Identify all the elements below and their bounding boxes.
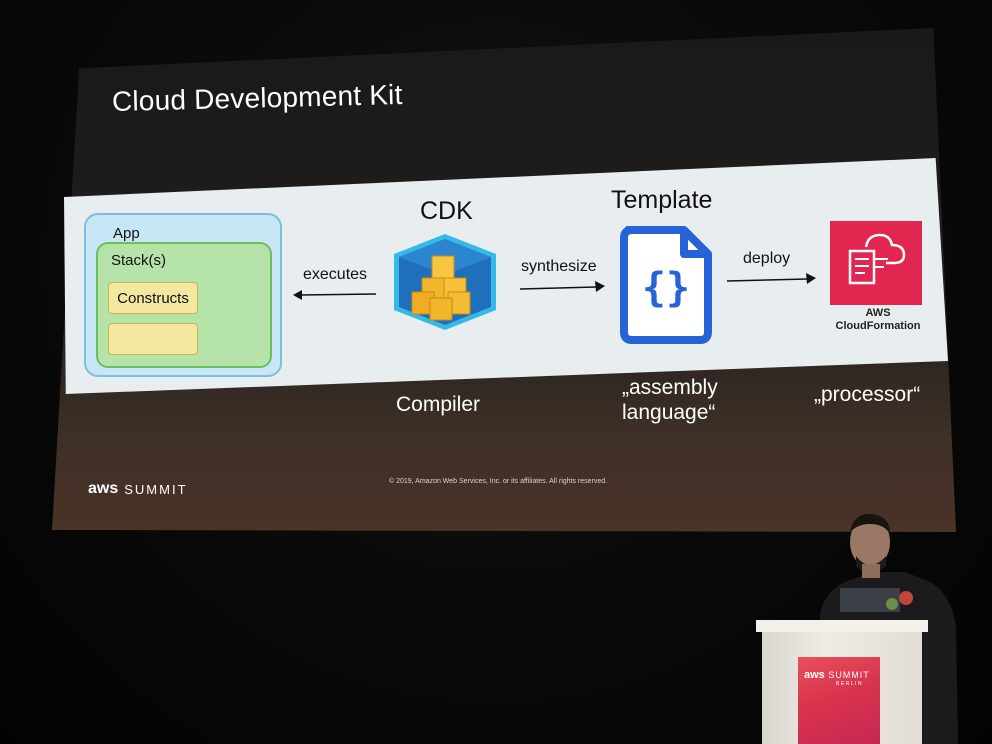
summit-logo-text: SUMMIT bbox=[124, 481, 188, 497]
cloudformation-caption-name: CloudFormation bbox=[835, 320, 921, 332]
template-document-icon: {} bbox=[620, 226, 712, 344]
caption-processor: „processor“ bbox=[814, 383, 921, 406]
executes-arrow bbox=[293, 290, 377, 300]
app-label: App bbox=[113, 225, 140, 242]
construct-box-empty bbox=[108, 323, 198, 355]
cloudformation-caption: AWS CloudFormation bbox=[819, 307, 937, 333]
app-box: App Stack(s) Constructs bbox=[84, 213, 282, 377]
cdk-heading: CDK bbox=[420, 197, 473, 225]
cloudformation-caption-aws: AWS bbox=[865, 307, 891, 319]
synthesize-arrow bbox=[519, 281, 605, 292]
aws-summit-logo: aws SUMMIT bbox=[88, 480, 188, 498]
cloudformation-icon bbox=[830, 221, 922, 305]
caption-assembly-language: „assembly language“ bbox=[622, 375, 718, 425]
caption-assembly-line1: „assembly bbox=[622, 376, 718, 399]
aws-logo-text: aws bbox=[88, 480, 119, 497]
caption-assembly-line2: language“ bbox=[622, 401, 716, 424]
template-heading: Template bbox=[611, 186, 713, 214]
cdk-cubes-icon bbox=[394, 234, 496, 330]
podium-top bbox=[756, 620, 928, 632]
podium-sign: aws SUMMIT BERLIN bbox=[798, 657, 880, 744]
podium-aws-text: aws bbox=[804, 669, 825, 681]
svg-text:{}: {} bbox=[642, 265, 690, 311]
caption-compiler: Compiler bbox=[396, 393, 481, 416]
executes-label: executes bbox=[303, 266, 368, 283]
podium-city-text: BERLIN bbox=[836, 681, 864, 687]
podium-summit-text: SUMMIT bbox=[828, 670, 870, 680]
copyright-notice: © 2019, Amazon Web Services, Inc. or its… bbox=[389, 478, 608, 485]
deploy-arrow bbox=[726, 273, 816, 284]
stack-label: Stack(s) bbox=[111, 252, 167, 269]
stack-box: Stack(s) Constructs bbox=[96, 242, 272, 368]
tshirt-print bbox=[840, 588, 913, 612]
construct-box: Constructs bbox=[108, 282, 198, 314]
deploy-label: deploy bbox=[743, 250, 791, 267]
synthesize-label: synthesize bbox=[521, 258, 597, 275]
podium-sign-text: aws SUMMIT bbox=[804, 669, 870, 681]
